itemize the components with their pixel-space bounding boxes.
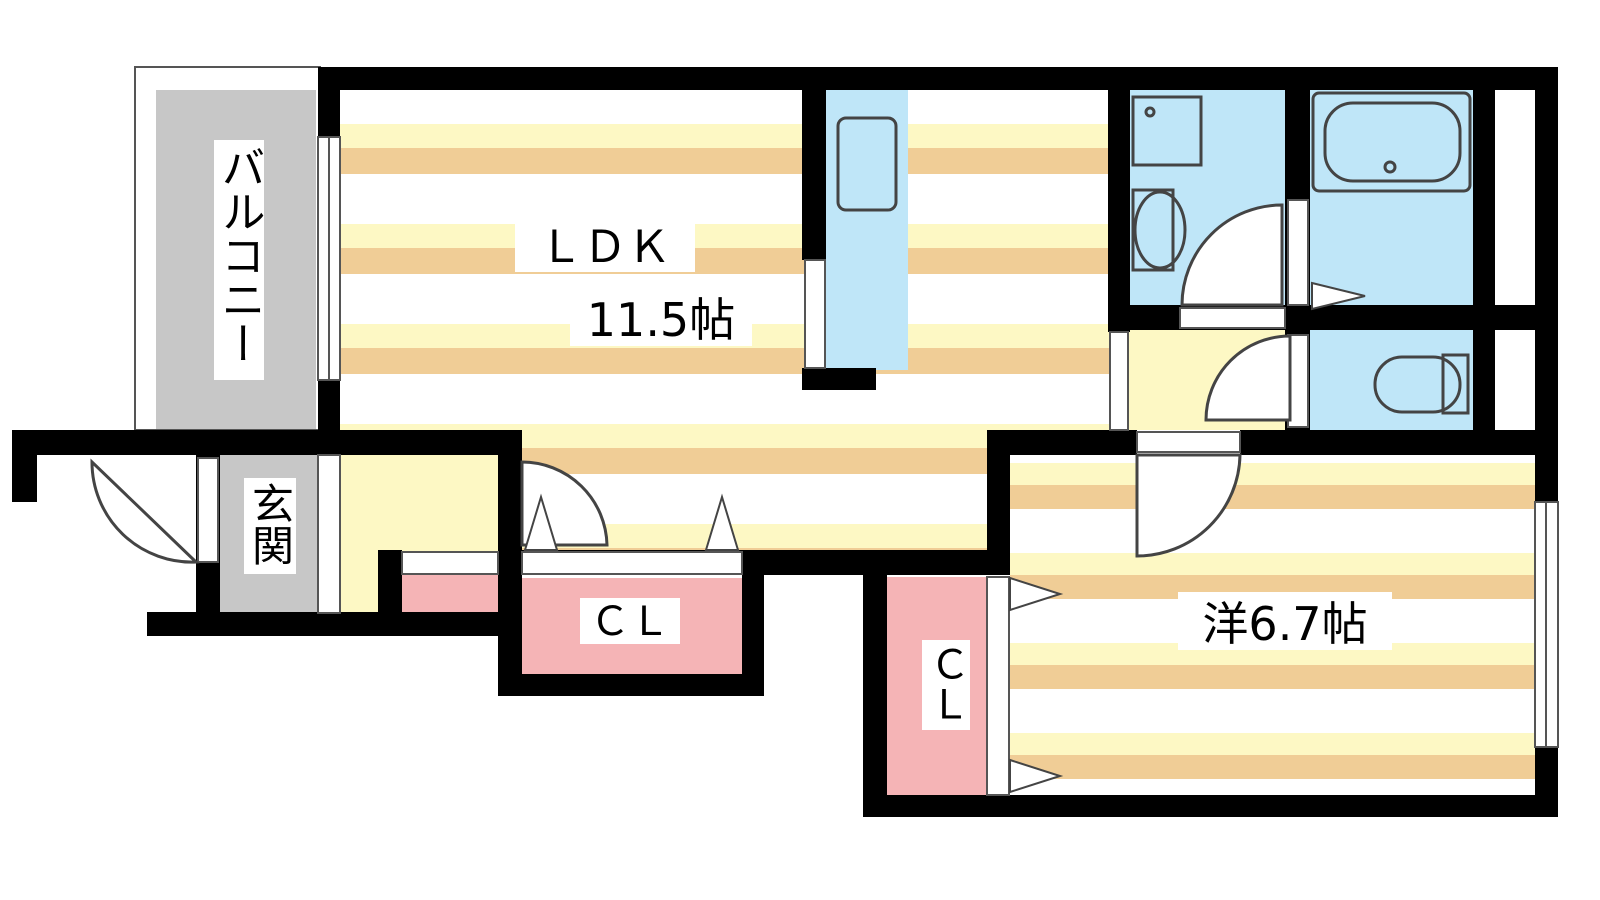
entrance-step: [317, 454, 341, 614]
room-labels: ＬＤＫ 11.5帖 洋6.7帖 バルコニー 玄関 ＣＬ ＣＬ: [214, 140, 1392, 730]
western-closet-fold-bottom[interactable]: [1009, 758, 1064, 794]
wash-basin-icon: [1131, 188, 1175, 272]
bath-door-frame: [1287, 199, 1309, 306]
small-closet-track: [401, 551, 499, 575]
western-closet-fold-top[interactable]: [1009, 576, 1064, 612]
ldk-size-label: 11.5帖: [587, 293, 735, 347]
closet-small-area: [402, 574, 500, 614]
toilet-door-swing[interactable]: [1204, 334, 1292, 422]
folding-doors[interactable]: [523, 281, 1366, 794]
washroom-door-frame: [1179, 307, 1286, 329]
closet-door-track: [521, 551, 743, 575]
toilet-floor: [1310, 330, 1475, 430]
washing-machine-icon: [1131, 95, 1203, 167]
bath-fold-door[interactable]: [1311, 281, 1366, 311]
entrance-label: 玄関: [246, 482, 295, 566]
front-door-swing[interactable]: [90, 458, 200, 564]
closet-ldk-label: ＣＬ: [590, 599, 670, 645]
toilet-icon: [1373, 355, 1462, 414]
hall-partition: [1109, 331, 1129, 431]
ldk-floor: [340, 90, 1110, 435]
washroom-door-swing[interactable]: [1180, 203, 1284, 307]
ldk-label: ＬＤＫ: [539, 222, 671, 273]
western-room-label: 洋6.7帖: [1202, 597, 1367, 651]
western-closet-track: [986, 576, 1010, 796]
bathroom-floor: [1310, 90, 1475, 305]
bathtub-icon: [1311, 91, 1472, 193]
closet-fold-right[interactable]: [704, 493, 740, 551]
closet-fold-left[interactable]: [523, 493, 559, 551]
sink-basin: [836, 116, 898, 212]
fixtures: [1131, 91, 1472, 415]
kitchen-counter: [826, 90, 908, 370]
balcony-label: バルコニー: [214, 145, 265, 365]
windows: [197, 136, 1559, 796]
basin-bowl-icon: [1133, 190, 1187, 270]
closet-western-label: ＣＬ: [923, 644, 969, 724]
kitchen-partition: [804, 259, 826, 369]
western-door-swing[interactable]: [1135, 453, 1242, 558]
front-door-frame: [197, 457, 219, 563]
western-door-frame: [1136, 431, 1241, 453]
